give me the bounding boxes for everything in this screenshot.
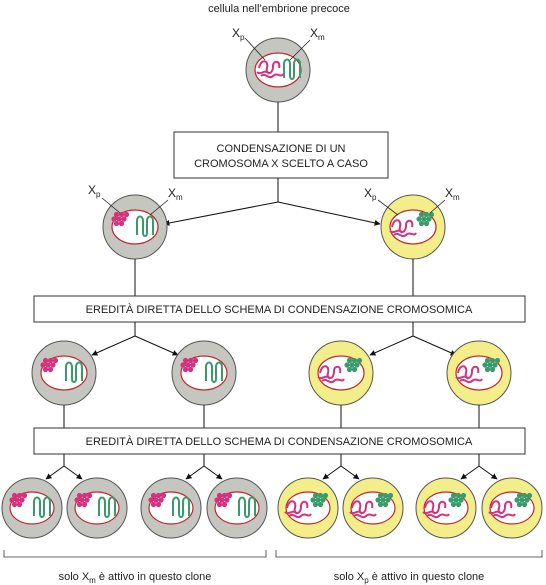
cell-xp-inactive xyxy=(206,477,268,539)
left-xp-label: Xp xyxy=(88,183,121,214)
cell-xm-inactive xyxy=(446,340,512,406)
cell-xp-inactive xyxy=(140,477,202,539)
cell-xm-inactive xyxy=(277,477,339,539)
cell-xp-inactive xyxy=(102,194,168,260)
cell-xp-inactive xyxy=(66,477,128,539)
svg-text:Xm: Xm xyxy=(168,186,183,202)
box1-line2: CROMOSOMA X SCELTO A CASO xyxy=(194,158,368,170)
inheritance-bar-2: EREDITÀ DIRETTA DELLO SCHEMA DI CONDENSA… xyxy=(33,427,526,455)
left-clone-bracket xyxy=(3,550,267,558)
svg-text:Xp: Xp xyxy=(88,183,101,199)
svg-text:EREDITÀ DIRETTA DELLO SCHEMA D: EREDITÀ DIRETTA DELLO SCHEMA DI CONDENSA… xyxy=(86,435,473,448)
top-xm-label: Xm xyxy=(289,26,325,61)
left-xm-label: Xm xyxy=(149,186,183,216)
right-xp-label: Xp xyxy=(364,186,399,216)
embryo-cell xyxy=(245,37,311,103)
right-clone-label: solo Xp è attivo in questo clone xyxy=(334,571,485,585)
box1-line1: CONDENSAZIONE DI UN xyxy=(217,143,346,155)
cell-xp-inactive xyxy=(171,340,237,406)
svg-text:Xp: Xp xyxy=(364,186,377,202)
cell-xp-inactive xyxy=(1,477,63,539)
right-clone-bracket xyxy=(275,550,543,558)
cell-xm-inactive xyxy=(415,477,477,539)
cell-xm-inactive xyxy=(342,477,404,539)
cell-xm-inactive xyxy=(481,477,543,539)
top-xp-label: Xp xyxy=(232,26,266,61)
svg-text:EREDITÀ DIRETTA DELLO SCHEMA D: EREDITÀ DIRETTA DELLO SCHEMA DI CONDENSA… xyxy=(86,303,473,316)
svg-text:Xm: Xm xyxy=(310,26,325,42)
top-label: cellula nell’embrione precoce xyxy=(208,3,350,15)
random-condensation-box: CONDENSAZIONE DI UN CROMOSOMA X SCELTO A… xyxy=(173,131,389,179)
svg-text:Xp: Xp xyxy=(232,26,245,42)
left-clone-label: solo Xm è attivo in questo clone xyxy=(59,571,212,585)
svg-text:Xm: Xm xyxy=(445,186,460,202)
right-xm-label: Xm xyxy=(429,186,460,214)
cell-xm-inactive xyxy=(308,340,374,406)
cell-xm-inactive xyxy=(380,194,446,260)
cell-xp-inactive xyxy=(31,340,97,406)
inheritance-bar-1: EREDITÀ DIRETTA DELLO SCHEMA DI CONDENSA… xyxy=(33,295,526,323)
